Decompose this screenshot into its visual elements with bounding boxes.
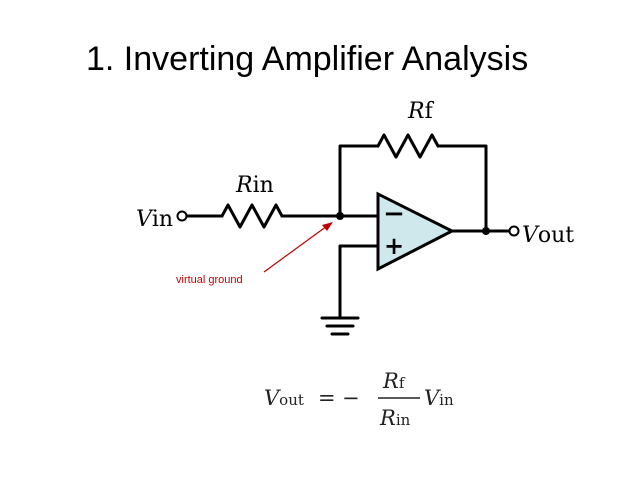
label-rf: Rf [407, 99, 435, 124]
svg-text:Rf: Rf [382, 369, 406, 393]
svg-text:=: = [318, 386, 336, 410]
wire-feedback-right [436, 144, 488, 233]
opamp-plus-sign: + [384, 231, 404, 260]
label-rin: Rin [235, 173, 274, 198]
resistor-rf [376, 133, 440, 159]
virtual-ground-note: virtual ground [176, 274, 243, 286]
opamp-minus-sign: − [383, 199, 405, 229]
svg-text:Vin: Vin [424, 386, 454, 410]
virtual-ground-arrowhead [322, 222, 333, 231]
svg-text:Vout: Vout [264, 386, 304, 410]
gain-formula: Vout = − Rf Rin Vin [264, 369, 454, 430]
label-vout: Vout [522, 223, 574, 248]
label-vin: Vin [136, 207, 173, 232]
slide-title: 1. Inverting Amplifier Analysis [86, 40, 529, 78]
ground-symbol [320, 316, 360, 336]
virtual-ground-arrow [263, 225, 328, 273]
junction-dot-output [482, 227, 490, 235]
wire-feedback-left [338, 144, 380, 218]
terminal-vin [176, 210, 188, 222]
opamp-triangle [376, 191, 456, 272]
svg-text:Rin: Rin [379, 406, 411, 430]
junction-dot-inverting [336, 212, 344, 220]
svg-text:−: − [342, 386, 360, 410]
resistor-rin [220, 203, 284, 229]
terminal-vout [508, 225, 520, 237]
wire-ground [338, 244, 380, 320]
